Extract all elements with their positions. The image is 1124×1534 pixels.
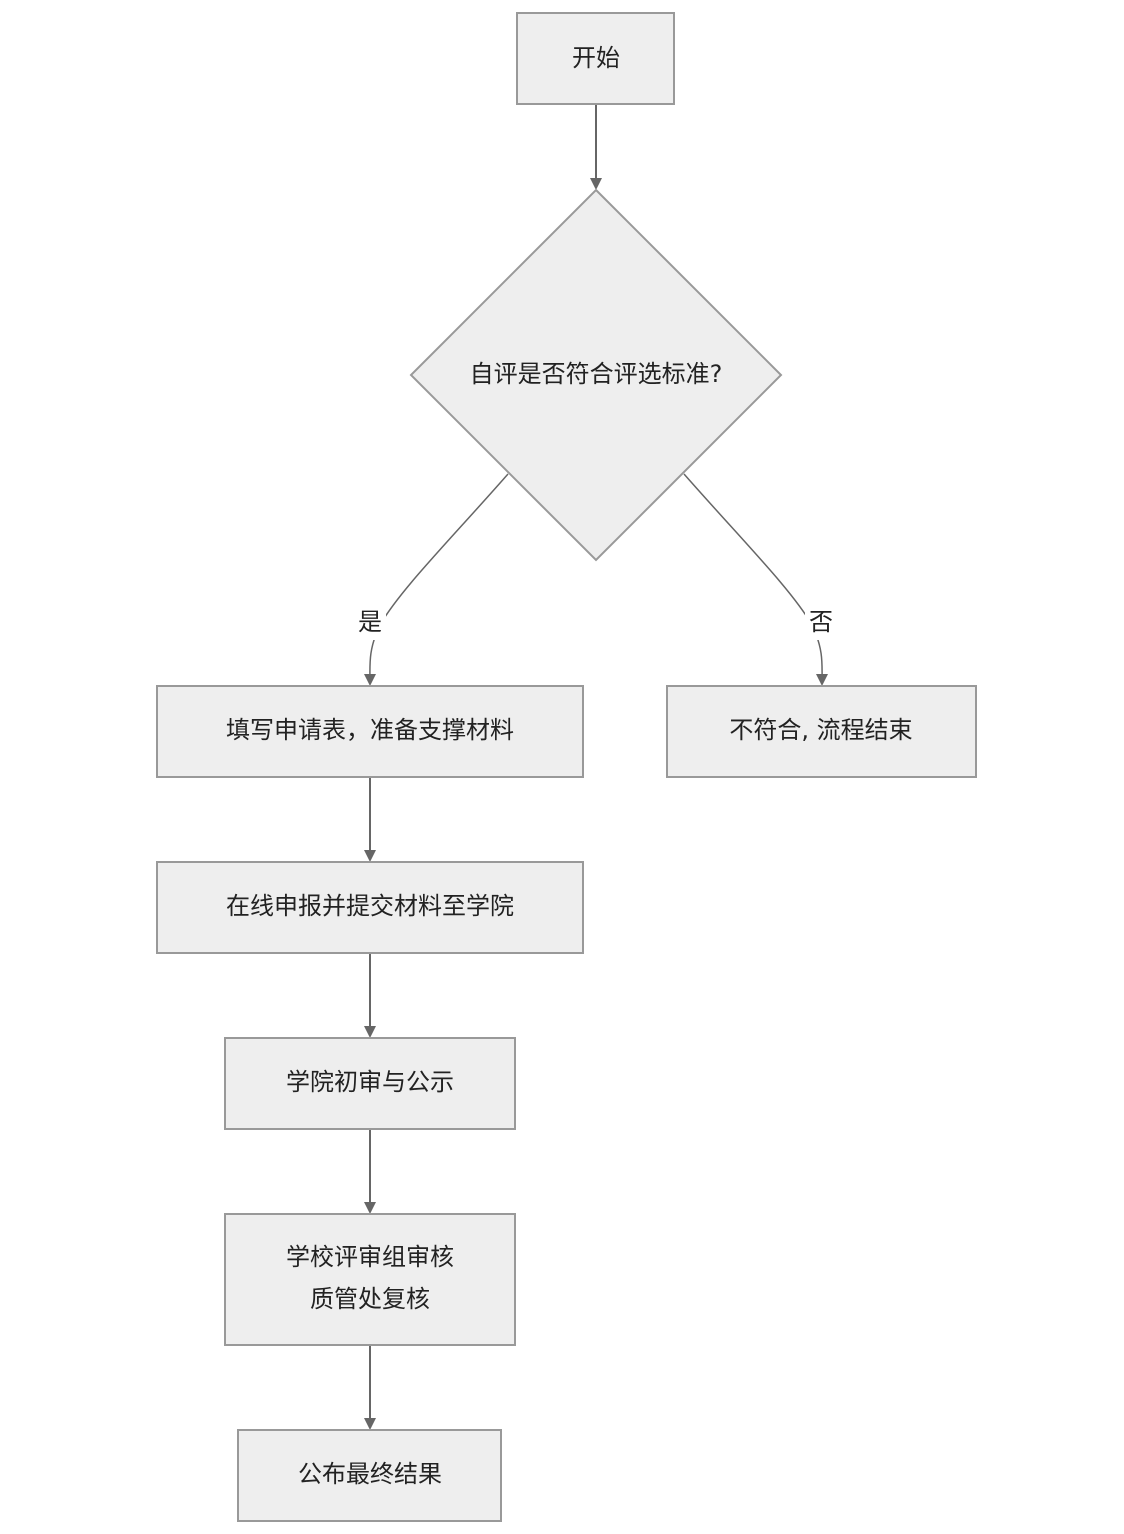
edge-label-no: 否 <box>805 606 837 640</box>
node-decision-label: 自评是否符合评选标准? <box>470 360 723 388</box>
edge-label-yes-text: 是 <box>358 608 382 636</box>
edge-label-no-text: 否 <box>809 608 833 636</box>
node-not-eligible-label: 不符合, 流程结束 <box>729 716 912 744</box>
edge-decision-to-fill-form <box>363 473 509 686</box>
node-decision: 自评是否符合评选标准? <box>409 188 783 562</box>
node-school-review-line2: 质管处复核 <box>310 1285 430 1313</box>
node-college-review-label: 学院初审与公示 <box>286 1068 454 1096</box>
node-not-eligible: 不符合, 流程结束 <box>666 685 977 778</box>
node-fill-form: 填写申请表，准备支撑材料 <box>156 685 584 778</box>
node-college-review: 学院初审与公示 <box>224 1037 516 1130</box>
node-start: 开始 <box>516 12 675 105</box>
node-fill-form-label: 填写申请表，准备支撑材料 <box>226 716 514 744</box>
node-start-label: 开始 <box>572 44 620 72</box>
node-school-review-line1: 学校评审组审核 <box>286 1243 454 1271</box>
node-school-review: 学校评审组审核 质管处复核 <box>224 1213 516 1346</box>
node-publish: 公布最终结果 <box>237 1429 502 1522</box>
edge-decision-to-not-eligible <box>683 473 829 686</box>
edge-label-yes: 是 <box>354 606 386 640</box>
node-submit-online: 在线申报并提交材料至学院 <box>156 861 584 954</box>
node-submit-online-label: 在线申报并提交材料至学院 <box>226 892 514 920</box>
node-publish-label: 公布最终结果 <box>298 1460 442 1488</box>
edges <box>363 104 829 1430</box>
